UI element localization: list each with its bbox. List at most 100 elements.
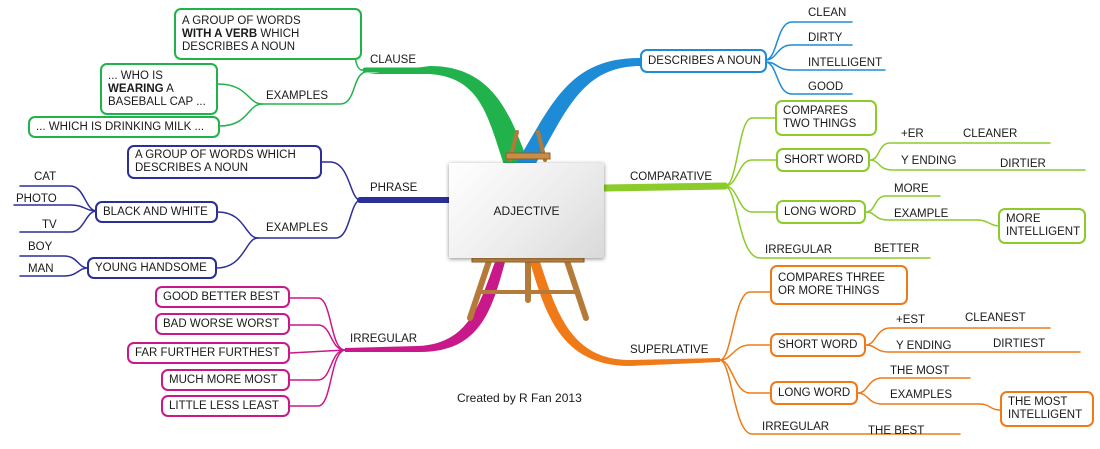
comparative-better: BETTER (874, 243, 920, 255)
superlative-most-intelligent-line1: THE MOST (1008, 396, 1068, 408)
branch-irregular-fill (345, 262, 505, 352)
comparative-cleaner: CLEANER (963, 128, 1018, 140)
comparative-lines (724, 117, 1086, 259)
describes-item-intelligent: INTELLIGENT (808, 57, 883, 69)
branch-clause-fill (368, 66, 530, 168)
superlative-long-word-text: LONG WORD (778, 386, 851, 399)
irregular-item-good: GOOD BETTER BEST (155, 286, 290, 308)
superlative-compares-line2: OR MORE THINGS (778, 285, 880, 297)
clause-label: CLAUSE (370, 54, 417, 66)
irregular-item-bad: BAD WORSE WORST (155, 313, 290, 335)
superlative-examples-label: EXAMPLES (890, 389, 952, 401)
black-and-white-text: BLACK AND WHITE (103, 205, 208, 218)
comparative-compares-line2: TWO THINGS (783, 118, 857, 130)
central-topic-title: ADJECTIVE (493, 203, 560, 218)
clause-example1-line2: WEARING A (108, 83, 210, 96)
clause-example1-line1: ... WHO IS (108, 69, 163, 82)
clause-example1-bold: WEARING (108, 82, 164, 95)
easel-drawing (467, 130, 589, 321)
irregular-item-much-text: MUCH MORE MOST (169, 373, 278, 386)
comparative-more-intelligent-line1: MORE (1006, 213, 1041, 225)
comparative-more-intelligent-box: MORE INTELLIGENT (998, 208, 1086, 244)
comparative-short-word-box: SHORT WORD (776, 148, 870, 172)
comparative-label: COMPARATIVE (630, 171, 712, 183)
clause-example1-box: ... WHO IS WEARING A BASEBALL CAP ... (100, 63, 218, 115)
central-topic-card: ADJECTIVE (449, 163, 604, 258)
superlative-label: SUPERLATIVE (630, 344, 709, 356)
phrase-definition-line1: A GROUP OF WORDS WHICH (135, 149, 296, 161)
describes-noun-text: DESCRIBES A NOUN (648, 54, 762, 67)
comparative-short-word-text: SHORT WORD (784, 153, 864, 166)
irregular-item-good-text: GOOD BETTER BEST (163, 290, 280, 303)
comparative-er: +ER (901, 128, 924, 140)
superlative-short-word-box: SHORT WORD (770, 333, 866, 357)
superlative-short-word-text: SHORT WORD (778, 338, 858, 351)
clause-definition-line3: DESCRIBES A NOUN (182, 40, 296, 53)
comparative-y-ending: Y ENDING (901, 155, 957, 167)
clause-example1-line3: BASEBALL CAP ... (108, 95, 206, 108)
branch-describes-fill (515, 58, 640, 165)
describes-lines (764, 21, 886, 95)
clause-definition-line2: WITH A VERB WHICH (182, 28, 354, 41)
clause-example2-text: ... WHICH IS DRINKING MILK ... (36, 120, 205, 133)
describes-noun-box: DESCRIBES A NOUN (640, 49, 767, 73)
irregular-item-little-text: LITTLE LESS LEAST (169, 399, 279, 412)
author-credit: Created by R Fan 2013 (457, 391, 582, 405)
superlative-compares-box: COMPARES THREE OR MORE THINGS (770, 265, 908, 305)
phrase-lines (13, 161, 361, 277)
irregular-item-far: FAR FURTHER FURTHEST (127, 342, 290, 364)
phrase-item-tv: TV (42, 219, 57, 231)
comparative-long-word-box: LONG WORD (776, 200, 866, 224)
superlative-long-word-box: LONG WORD (770, 381, 858, 405)
superlative-the-best: THE BEST (868, 425, 925, 437)
irregular-label: IRREGULAR (350, 333, 418, 345)
describes-item-clean: CLEAN (808, 7, 847, 19)
irregular-item-little: LITTLE LESS LEAST (161, 395, 290, 417)
superlative-cleanest: CLEANEST (965, 312, 1026, 324)
superlative-irregular: IRREGULAR (762, 421, 830, 433)
comparative-irregular: IRREGULAR (765, 244, 833, 256)
phrase-item-cat: CAT (34, 171, 57, 183)
branch-comparative (600, 182, 729, 192)
clause-definition-rest: WHICH (257, 27, 300, 40)
clause-examples-label: EXAMPLES (266, 90, 328, 102)
branch-superlative-fill (530, 262, 720, 366)
phrase-label: PHRASE (370, 182, 418, 194)
comparative-long-word-text: LONG WORD (784, 205, 857, 218)
superlative-the-most: THE MOST (890, 365, 950, 377)
irregular-item-much: MUCH MORE MOST (161, 369, 290, 391)
superlative-y-ending: Y ENDING (896, 340, 952, 352)
superlative-compares-line1: COMPARES THREE (778, 272, 885, 284)
clause-definition-box: A GROUP OF WORDS WITH A VERB WHICH DESCR… (174, 8, 362, 60)
comparative-example-label: EXAMPLE (894, 208, 949, 220)
irregular-item-far-text: FAR FURTHER FURTHEST (135, 346, 280, 359)
superlative-dirtiest: DIRTIEST (993, 338, 1046, 350)
comparative-dirtier: DIRTIER (1000, 158, 1046, 170)
comparative-compares-line1: COMPARES (783, 105, 848, 117)
phrase-item-boy: BOY (28, 241, 53, 253)
describes-item-good: GOOD (808, 81, 844, 93)
superlative-most-intelligent-box: THE MOST INTELLIGENT (1000, 391, 1094, 427)
black-and-white-box: BLACK AND WHITE (95, 201, 218, 223)
young-handsome-text: YOUNG HANDSOME (95, 261, 207, 274)
young-handsome-box: YOUNG HANDSOME (87, 257, 217, 279)
irregular-lines (289, 297, 346, 407)
comparative-more: MORE (894, 183, 929, 195)
describes-item-dirty: DIRTY (808, 32, 843, 44)
comparative-compares-box: COMPARES TWO THINGS (775, 100, 877, 136)
clause-definition-bold: WITH A VERB (182, 27, 258, 40)
phrase-definition-line2: DESCRIBES A NOUN (135, 162, 249, 174)
clause-example2-box: ... WHICH IS DRINKING MILK ... (28, 116, 220, 138)
comparative-more-intelligent-line2: INTELLIGENT (1006, 226, 1081, 238)
superlative-est: +EST (896, 314, 926, 326)
clause-example1-rest: A (163, 82, 174, 95)
phrase-item-photo: PHOTO (16, 193, 57, 205)
phrase-item-man: MAN (28, 263, 54, 275)
phrase-examples-label: EXAMPLES (266, 222, 328, 234)
clause-definition-line1: A GROUP OF WORDS (182, 14, 301, 27)
irregular-item-bad-text: BAD WORSE WORST (163, 317, 280, 330)
phrase-definition-box: A GROUP OF WORDS WHICH DESCRIBES A NOUN (127, 145, 322, 179)
superlative-most-intelligent-line2: INTELLIGENT (1008, 409, 1083, 421)
